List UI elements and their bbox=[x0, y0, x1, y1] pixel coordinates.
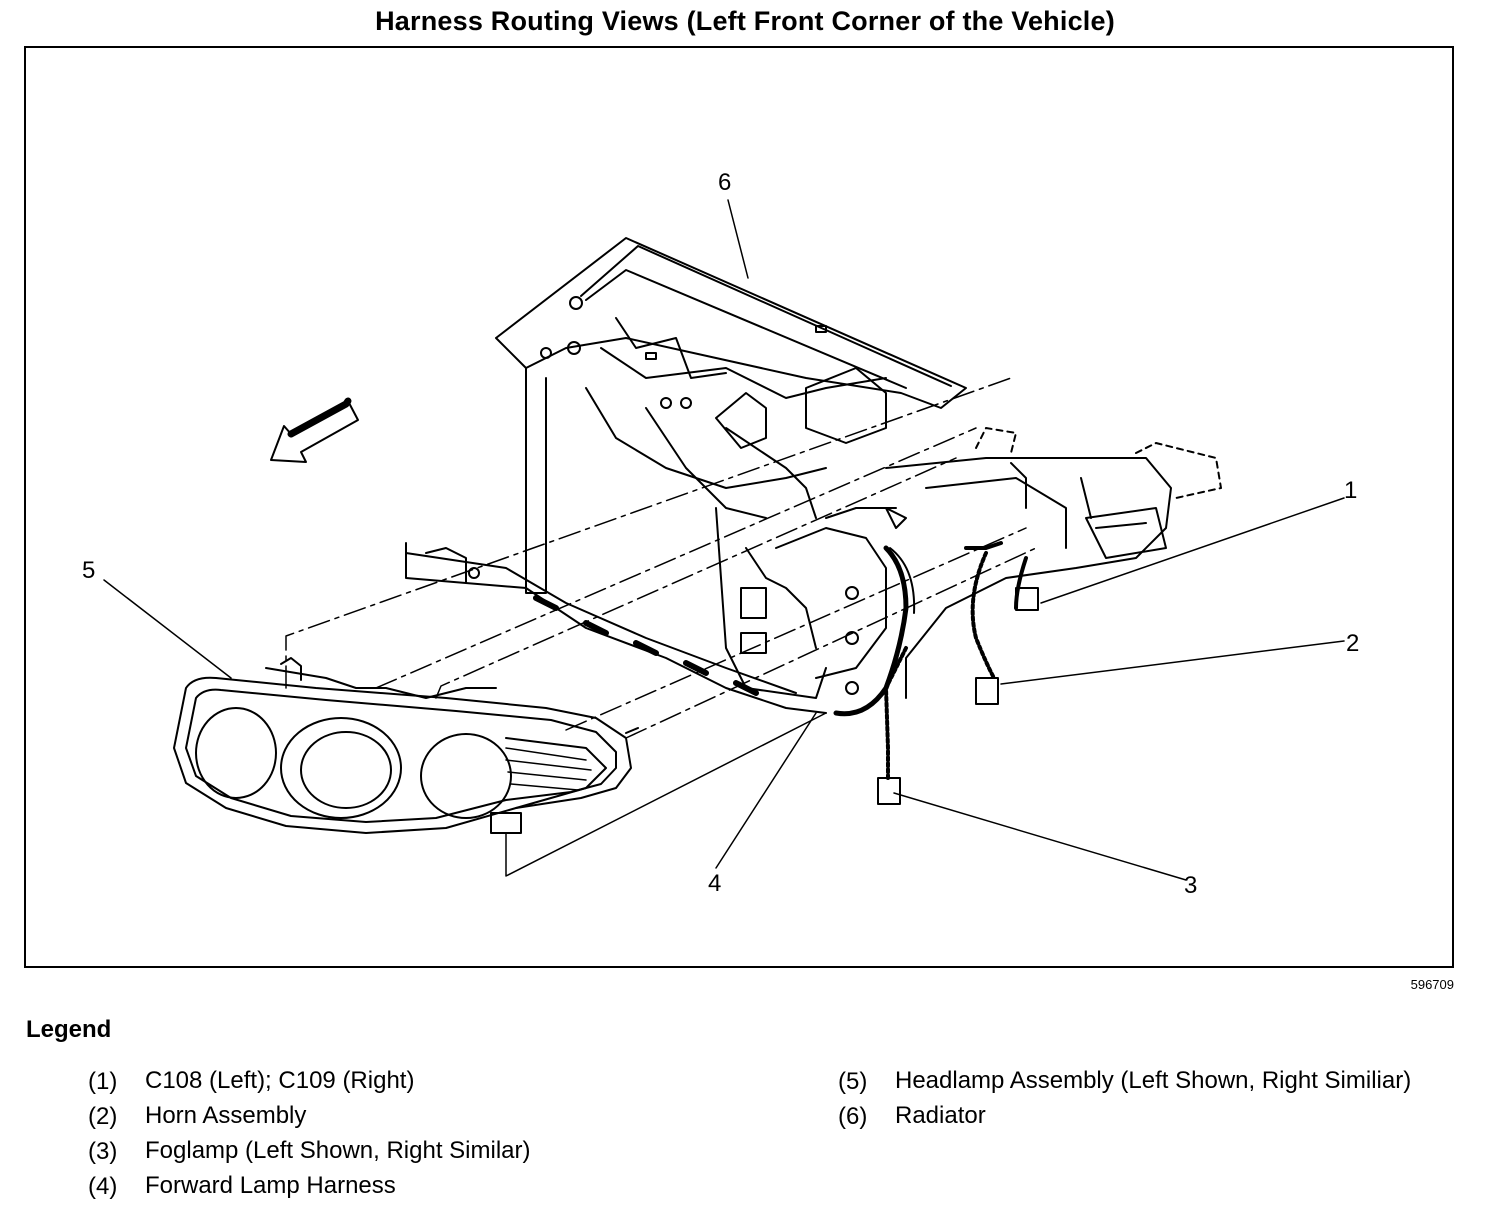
lower-support-bar-drawing bbox=[405, 542, 827, 714]
leader-lines bbox=[103, 199, 1345, 881]
legend-number: (3) bbox=[88, 1138, 118, 1165]
legend-column-left: (1) C108 (Left); C109 (Right) (2) Horn A… bbox=[88, 1064, 708, 1204]
forward-lamp-harness-drawing bbox=[833, 507, 1039, 805]
radiator-drawing bbox=[495, 237, 967, 699]
callout-6: 6 bbox=[718, 169, 731, 196]
figure-id: 596709 bbox=[1410, 977, 1454, 992]
legend-item: (2) Horn Assembly bbox=[88, 1099, 708, 1134]
legend-number: (6) bbox=[838, 1103, 868, 1130]
diagram-frame: 6 5 1 2 3 4 bbox=[24, 46, 1454, 968]
callout-1: 1 bbox=[1344, 477, 1357, 504]
harness-routing-illustration: 6 5 1 2 3 4 bbox=[82, 169, 1359, 899]
legend-number: (5) bbox=[838, 1068, 868, 1095]
legend-text: C108 (Left); C109 (Right) bbox=[145, 1067, 415, 1094]
legend-text: Forward Lamp Harness bbox=[145, 1172, 396, 1199]
legend-number: (1) bbox=[88, 1068, 118, 1095]
legend-text: Foglamp (Left Shown, Right Similar) bbox=[145, 1137, 531, 1164]
legend-text: Horn Assembly bbox=[145, 1102, 307, 1129]
legend-item: (3) Foglamp (Left Shown, Right Similar) bbox=[88, 1134, 708, 1169]
assembly-lines bbox=[285, 377, 1037, 739]
page-title: Harness Routing Views (Left Front Corner… bbox=[375, 6, 1115, 36]
legend-text: Headlamp Assembly (Left Shown, Right Sim… bbox=[895, 1067, 1412, 1094]
legend-item: (5) Headlamp Assembly (Left Shown, Right… bbox=[838, 1064, 1438, 1099]
callout-5: 5 bbox=[82, 557, 95, 584]
legend-text: Radiator bbox=[895, 1102, 986, 1129]
legend-heading: Legend bbox=[26, 1016, 112, 1043]
callout-2: 2 bbox=[1346, 630, 1359, 657]
legend-item: (1) C108 (Left); C109 (Right) bbox=[88, 1064, 708, 1099]
front-direction-arrow-icon bbox=[270, 397, 359, 463]
headlamp-assembly-drawing bbox=[173, 657, 639, 834]
frame-rail-drawing bbox=[885, 427, 1222, 699]
callout-3: 3 bbox=[1184, 872, 1197, 899]
callout-4: 4 bbox=[708, 870, 721, 897]
legend-column-right: (5) Headlamp Assembly (Left Shown, Right… bbox=[838, 1064, 1438, 1134]
legend-item: (6) Radiator bbox=[838, 1099, 1438, 1134]
legend-number: (4) bbox=[88, 1173, 118, 1200]
legend-item: (4) Forward Lamp Harness bbox=[88, 1169, 708, 1204]
legend-number: (2) bbox=[88, 1103, 118, 1130]
